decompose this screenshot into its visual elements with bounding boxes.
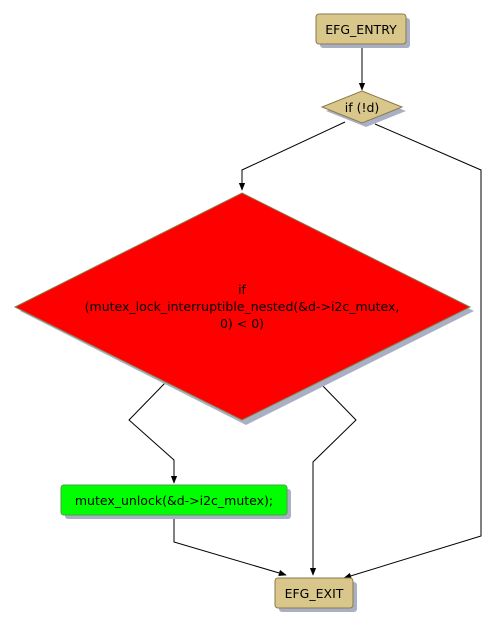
cond-mutex-node[interactable]: if (mutex_lock_interruptible_nested(&d->… — [13, 192, 474, 425]
cond-d-diamond — [320, 90, 404, 124]
edges — [128, 46, 482, 579]
entry-box — [315, 13, 407, 45]
cond-mutex-diamond — [13, 192, 472, 421]
unlock-box — [60, 484, 288, 516]
entry-label: EFG_ENTRY — [325, 22, 397, 37]
entry-node[interactable]: EFG_ENTRY — [315, 13, 410, 48]
edge-cond-d-to-exit — [343, 123, 482, 579]
cond-mutex-label-line-1: if — [238, 282, 246, 297]
edge-cond-mutex-to-exit — [309, 381, 357, 576]
cond-mutex-label-line-3: 0) < 0) — [220, 316, 264, 331]
unlock-node[interactable]: mutex_unlock(&d->i2c_mutex); — [60, 484, 291, 519]
edge-cond-d-to-cond-mutex — [238, 121, 346, 191]
exit-node[interactable]: EFG_EXIT — [274, 577, 357, 612]
cond-d-node[interactable]: if (!d) — [320, 90, 406, 127]
exit-box — [274, 577, 354, 609]
cond-mutex-label-line-2: (mutex_lock_interruptible_nested(&d->i2c… — [85, 299, 400, 314]
exit-label: EFG_EXIT — [285, 586, 344, 601]
edge-unlock-to-exit — [173, 516, 287, 577]
edge-cond-mutex-to-unlock — [128, 381, 178, 484]
unlock-label: mutex_unlock(&d->i2c_mutex); — [75, 493, 273, 508]
cond-d-label: if (!d) — [345, 100, 380, 115]
